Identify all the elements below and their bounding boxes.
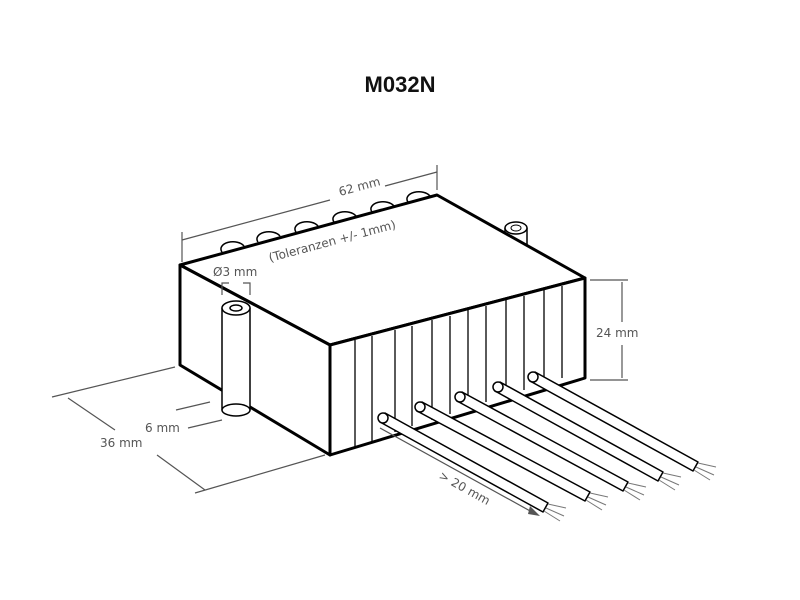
wire-4 — [492, 381, 664, 482]
ribs — [354, 286, 563, 448]
wire-1 — [377, 412, 549, 513]
dim-height: 24 mm — [596, 326, 638, 340]
dim-length: 62 mm — [337, 174, 382, 199]
wires — [377, 371, 699, 513]
wire-3 — [454, 391, 629, 492]
box-right — [328, 276, 587, 457]
dim-depth: 36 mm — [100, 436, 142, 450]
wire-5 — [527, 371, 699, 472]
dimension-lines — [51, 165, 628, 513]
wire-2 — [414, 401, 591, 502]
left-tube — [221, 300, 251, 417]
dim-hole: Ø3 mm — [213, 265, 257, 279]
arrow-head — [528, 506, 540, 516]
diagram-title: M032N — [364, 72, 436, 97]
wire-strands — [543, 462, 717, 522]
top-bumps — [220, 191, 431, 253]
dim-tab: 6 mm — [145, 421, 180, 435]
